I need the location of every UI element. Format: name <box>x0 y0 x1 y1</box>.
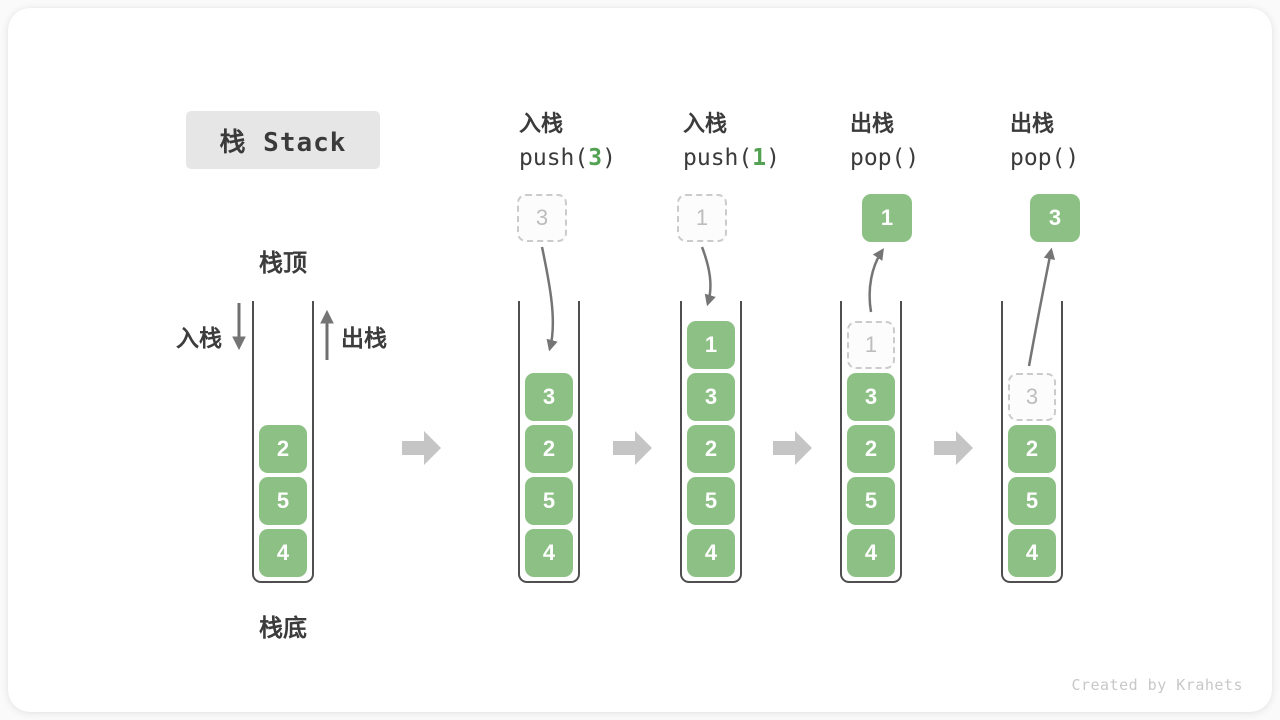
op-code-label: pop() <box>850 145 920 171</box>
stack-element: 5 <box>1008 477 1056 525</box>
stack-after-pop-3: 3 2 5 4 <box>1001 301 1063 583</box>
stack-element: 5 <box>687 477 735 525</box>
op-action-label: 入栈 <box>683 111 728 136</box>
stack-element: 4 <box>259 529 307 577</box>
stack-element: 4 <box>525 529 573 577</box>
stack-element-removed: 3 <box>1008 373 1056 421</box>
op-action-label: 出栈 <box>1010 111 1055 136</box>
pop-side-label: 出栈 <box>341 325 387 351</box>
stack-element: 3 <box>525 373 573 421</box>
push-side-label: 入栈 <box>176 325 222 351</box>
stack-element: 4 <box>1008 529 1056 577</box>
stack-after-push-3: 3 2 5 4 <box>518 301 580 583</box>
stack-element: 2 <box>1008 425 1056 473</box>
popped-element-3: 3 <box>1030 194 1080 242</box>
stack-element: 5 <box>847 477 895 525</box>
stack-element: 1 <box>687 321 735 369</box>
diagram-title: 栈 Stack <box>186 111 380 169</box>
stack-element: 4 <box>847 529 895 577</box>
step-arrow-icon-1 <box>402 431 441 465</box>
op-code-label: push(1) <box>683 145 780 171</box>
stack-after-push-1: 1 3 2 5 4 <box>680 301 742 583</box>
op-header-push-1: 入栈 push(1) <box>683 106 780 171</box>
step-arrow-icon-3 <box>773 431 812 465</box>
pending-push-element-1: 1 <box>677 194 727 242</box>
op-header-pop-3: 出栈 pop() <box>1010 106 1079 171</box>
stack-element: 2 <box>525 425 573 473</box>
stack-element: 4 <box>687 529 735 577</box>
stack-initial: 2 5 4 <box>252 301 314 583</box>
stack-element: 2 <box>687 425 735 473</box>
op-action-label: 入栈 <box>519 111 564 136</box>
op-code-label: push(3) <box>519 145 616 171</box>
stack-element: 5 <box>525 477 573 525</box>
stack-top-label: 栈顶 <box>259 250 307 277</box>
stack-element: 3 <box>847 373 895 421</box>
op-code-label: pop() <box>1010 145 1080 171</box>
stack-element: 2 <box>259 425 307 473</box>
push-1-arrow-icon <box>700 246 716 307</box>
stack-bottom-label: 栈底 <box>259 615 307 642</box>
watermark: Created by Krahets <box>1071 676 1243 694</box>
step-arrow-icon-2 <box>613 431 652 465</box>
stack-element-removed: 1 <box>847 321 895 369</box>
op-header-push-3: 入栈 push(3) <box>519 106 616 171</box>
pending-push-element-3: 3 <box>517 194 567 242</box>
stack-element: 2 <box>847 425 895 473</box>
popped-element-1: 1 <box>862 194 912 242</box>
op-action-label: 出栈 <box>850 111 895 136</box>
stack-element: 3 <box>687 373 735 421</box>
op-header-pop-1: 出栈 pop() <box>850 106 919 171</box>
step-arrow-icon-4 <box>934 431 973 465</box>
stack-element: 5 <box>259 477 307 525</box>
stack-after-pop-1: 1 3 2 5 4 <box>840 301 902 583</box>
